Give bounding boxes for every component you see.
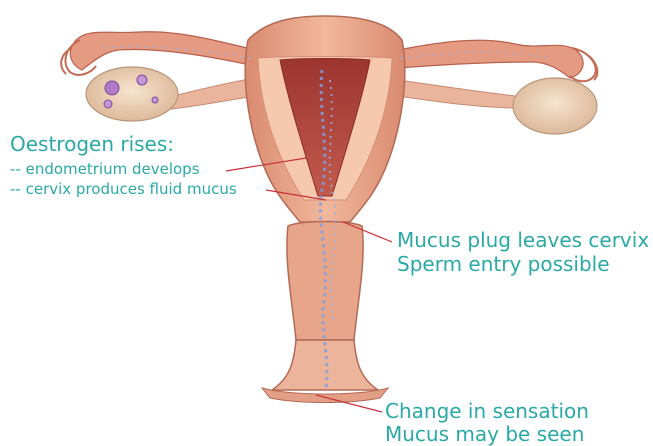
mucus-plug-label: Mucus plug leaves cervix bbox=[397, 230, 649, 250]
right-ovary bbox=[513, 78, 597, 134]
ovary-follicle bbox=[137, 75, 147, 85]
ovary-follicle bbox=[152, 97, 158, 103]
right-fallopian-tube bbox=[398, 40, 583, 78]
right-ovarian-ligament bbox=[398, 80, 520, 108]
ovary-follicle bbox=[105, 81, 119, 95]
left-ovary bbox=[86, 67, 178, 121]
sensation-label: Change in sensation bbox=[385, 401, 589, 421]
left-fallopian-tube bbox=[70, 32, 255, 70]
estrogen-point-endometrium: -- endometrium develops bbox=[10, 162, 200, 177]
vagina bbox=[272, 340, 378, 390]
sperm-entry-label: Sperm entry possible bbox=[397, 254, 610, 274]
estrogen-point-cervix: -- cervix produces fluid mucus bbox=[10, 182, 237, 197]
estrogen-heading: Oestrogen rises: bbox=[10, 134, 174, 154]
ovary-follicle bbox=[104, 100, 112, 108]
mucus-seen-label: Mucus may be seen bbox=[385, 424, 584, 444]
